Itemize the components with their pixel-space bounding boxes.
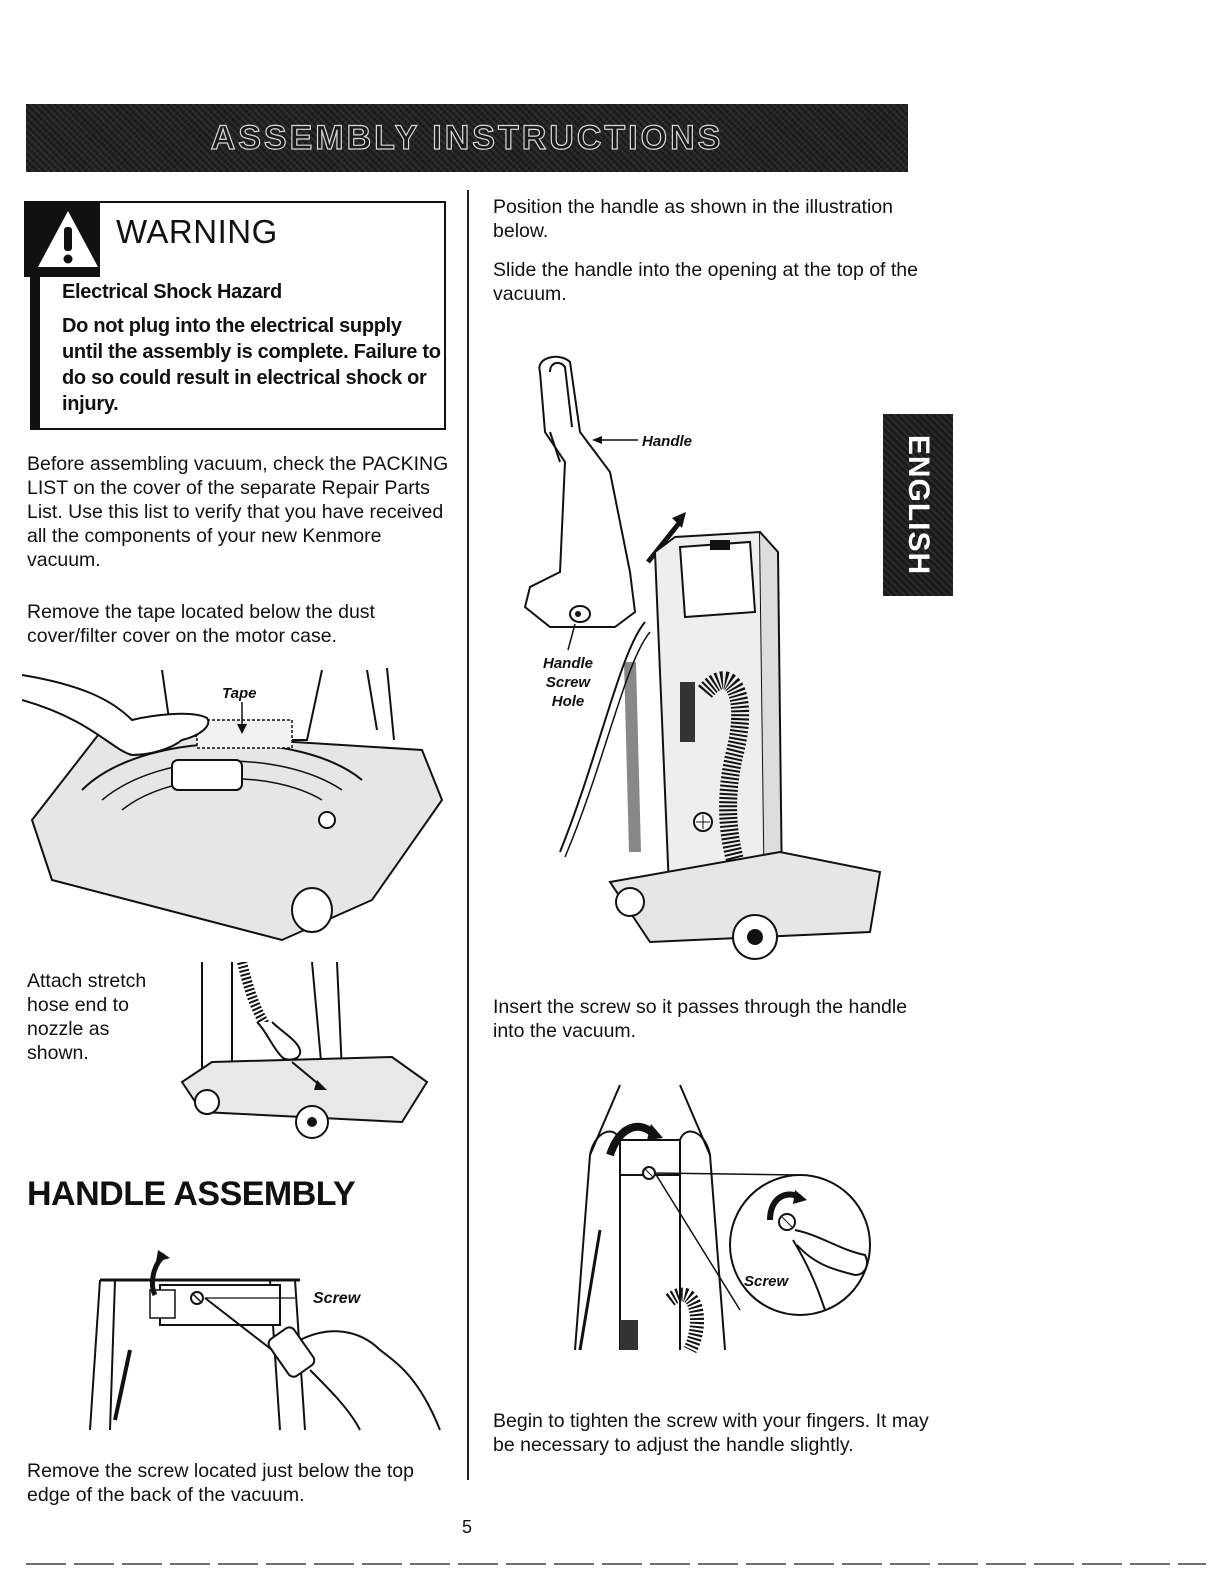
- language-tab-label: ENGLISH: [902, 434, 936, 576]
- tighten-screw-paragraph: Begin to tighten the screw with your fin…: [493, 1410, 929, 1456]
- warning-triangle-icon: [38, 211, 98, 267]
- remove-screw-illustration: [70, 1250, 450, 1440]
- section-banner: ASSEMBLY INSTRUCTIONS: [26, 104, 908, 172]
- warning-title: WARNING: [116, 213, 278, 250]
- screw-callout-left: Screw: [313, 1290, 361, 1307]
- bottom-rule: [26, 1563, 1206, 1565]
- warning-subtitle: Electrical Shock Hazard: [62, 281, 282, 303]
- column-divider: [467, 190, 469, 1480]
- position-handle-paragraph: Position the handle as shown in the illu…: [493, 196, 893, 242]
- handle-screw-hole-callout: Handle Screw Hole: [542, 655, 593, 710]
- tape-removal-illustration: [22, 660, 452, 950]
- handle-insertion-illustration: [520, 352, 890, 962]
- screw-callout-right: Screw: [744, 1273, 789, 1290]
- remove-screw-paragraph: Remove the screw located just below the …: [27, 1460, 414, 1506]
- attach-hose-paragraph: Attach stretch hose end to nozzle as sho…: [27, 970, 147, 1064]
- handle-assembly-heading: HANDLE ASSEMBLY: [27, 1175, 356, 1213]
- warning-text: Do not plug into the electrical supply u…: [62, 315, 441, 415]
- remove-tape-paragraph: Remove the tape located below the dust c…: [27, 601, 375, 647]
- banner-title: ASSEMBLY INSTRUCTIONS: [210, 118, 724, 157]
- tape-callout: Tape: [222, 685, 257, 702]
- insert-screw-paragraph: Insert the screw so it passes through th…: [493, 996, 908, 1042]
- packing-list-paragraph: Before assembling vacuum, check the PACK…: [27, 453, 449, 571]
- language-tab: ENGLISH: [883, 414, 953, 596]
- warning-left-bar: [30, 273, 40, 430]
- insert-screw-illustration: [565, 1080, 895, 1360]
- warning-box: WARNING Electrical Shock Hazard Do not p…: [24, 201, 446, 430]
- page-number: 5: [462, 1517, 473, 1537]
- slide-handle-paragraph: Slide the handle into the opening at the…: [493, 259, 919, 305]
- attach-hose-illustration: [172, 962, 432, 1142]
- handle-callout: Handle: [642, 433, 693, 450]
